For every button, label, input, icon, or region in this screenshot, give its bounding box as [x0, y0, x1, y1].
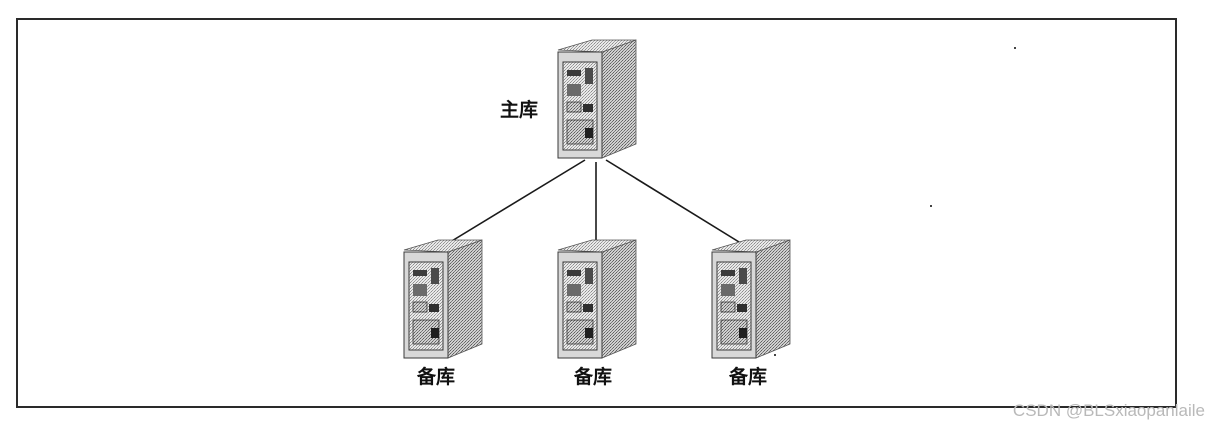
scan-speck	[930, 205, 932, 207]
master-server-icon	[557, 39, 637, 159]
scan-speck	[1014, 47, 1016, 49]
slave-label-left: 备库	[417, 366, 456, 388]
watermark-text: CSDN @BLSxiaopanlaile	[1012, 401, 1205, 420]
slave-server-icon-right	[711, 239, 791, 359]
slave-label-right: 备库	[729, 366, 768, 388]
slave-server-icon-left	[403, 239, 483, 359]
slave-label-center: 备库	[574, 366, 613, 388]
scan-speck	[774, 354, 776, 356]
arrow-master-to-slave-left	[435, 159, 586, 252]
slave-server-icon-center	[557, 239, 637, 359]
master-label: 主库	[500, 99, 539, 121]
diagram-frame	[16, 18, 1177, 408]
arrow-master-to-slave-right	[605, 159, 754, 252]
